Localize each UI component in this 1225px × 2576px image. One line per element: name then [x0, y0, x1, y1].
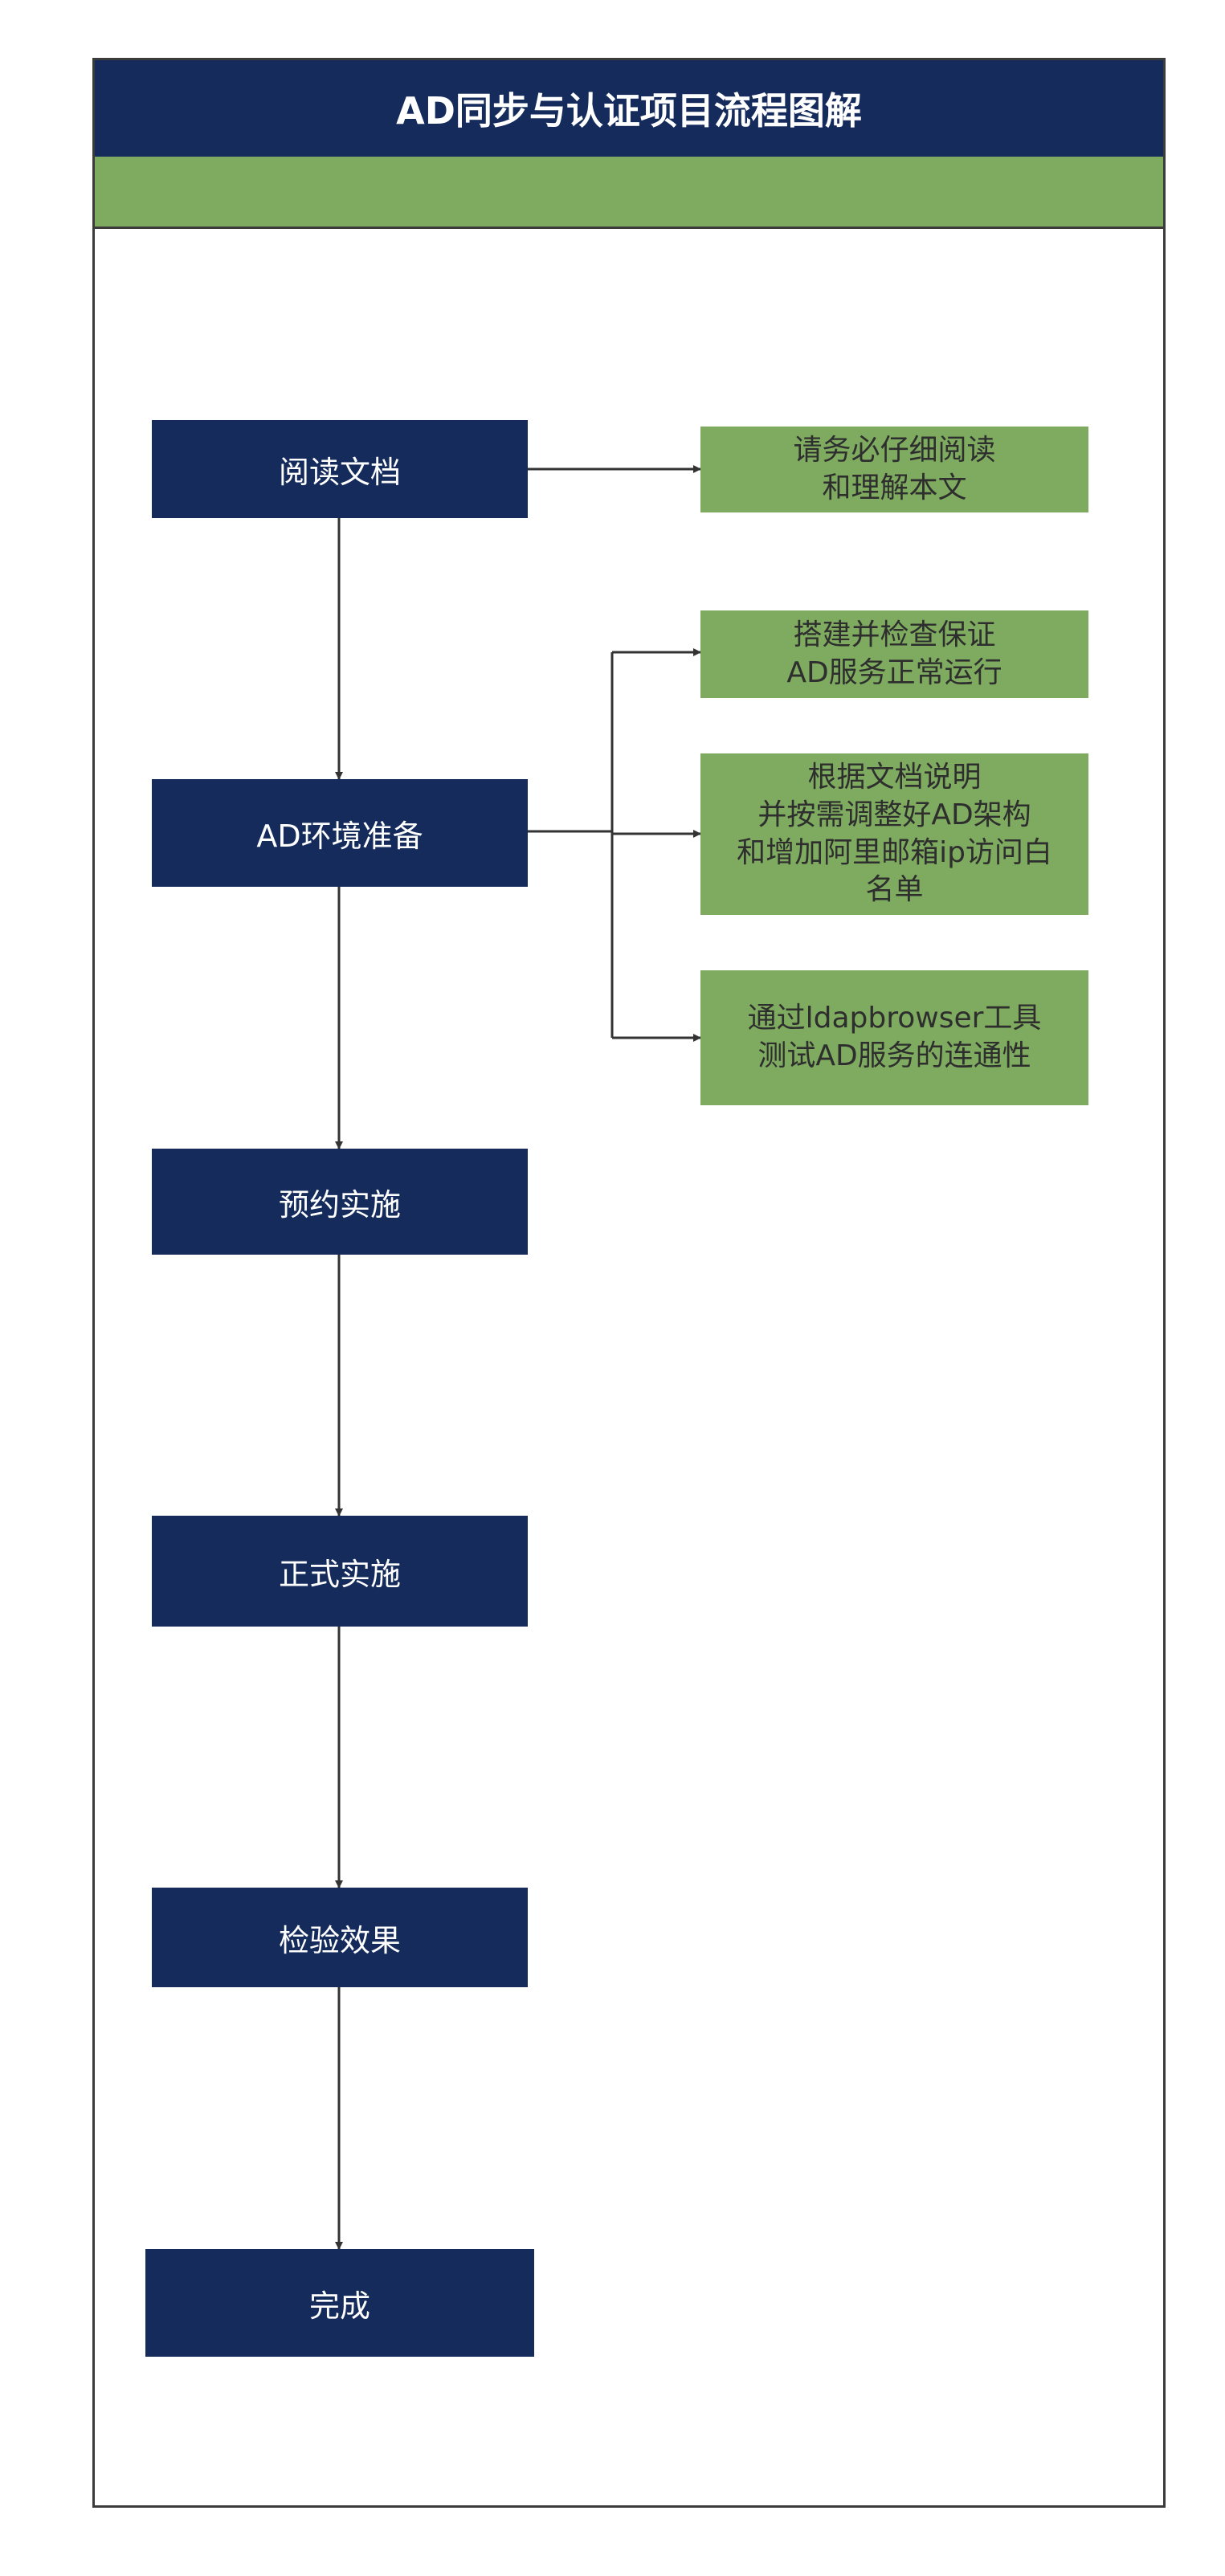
step-implement: 正式实施 — [152, 1516, 528, 1627]
step-read-docs: 阅读文档 — [152, 420, 528, 518]
header-band — [95, 157, 1163, 229]
step-ad-env-prep: AD环境准备 — [152, 779, 528, 887]
step-verify: 检验效果 — [152, 1888, 528, 1987]
step-done: 完成 — [145, 2249, 534, 2357]
note-read-carefully: 请务必仔细阅读 和理解本文 — [700, 427, 1088, 512]
diagram-title: AD同步与认证项目流程图解 — [95, 60, 1163, 157]
note-adjust-ad: 根据文档说明 并按需调整好AD架构 和增加阿里邮箱ip访问白 名单 — [700, 753, 1088, 915]
note-build-ad: 搭建并检查保证 AD服务正常运行 — [700, 610, 1088, 698]
note-test-ldap: 通过ldapbrowser工具 测试AD服务的连通性 — [700, 970, 1088, 1105]
step-schedule: 预约实施 — [152, 1149, 528, 1255]
